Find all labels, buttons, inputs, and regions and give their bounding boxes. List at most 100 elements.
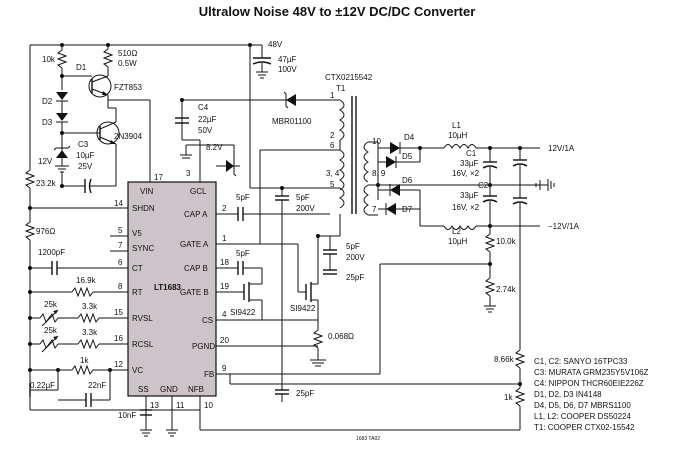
cap-a-5pf: 5pF bbox=[236, 193, 250, 202]
lt1683-controller: LT1683 bbox=[127, 181, 217, 397]
note-2: C3: MURATA GRM235Y5V106Z bbox=[534, 368, 649, 377]
l1-value: 10µH bbox=[448, 131, 468, 140]
r10k-label: 10k bbox=[42, 55, 56, 64]
r23k-label: 23.2k bbox=[36, 179, 57, 188]
c1200pf-label: 1200pF bbox=[38, 248, 65, 257]
pin-5: 5 bbox=[330, 180, 335, 189]
component-notes: C1, C2: SANYO 16TPC33 C3: MURATA GRM235Y… bbox=[534, 357, 649, 432]
pin-pgnd-num: 20 bbox=[220, 336, 229, 345]
note-1: C1, C2: SANYO 16TPC33 bbox=[534, 357, 628, 366]
pin-shdn: SHDN bbox=[132, 204, 155, 213]
pin-shdn-num: 14 bbox=[114, 199, 123, 208]
figure-code: 1683 TA02 bbox=[356, 436, 380, 442]
pin-gate-a-num: 1 bbox=[222, 234, 227, 243]
pin-nfb: NFB bbox=[188, 385, 204, 394]
l2-value: 10µH bbox=[448, 237, 468, 246]
pin-fb-num: 9 bbox=[222, 364, 227, 373]
ic-part-name: LT1683 bbox=[154, 283, 182, 292]
pin-cs-num: 4 bbox=[222, 310, 227, 319]
c2-value: 33µF bbox=[460, 191, 479, 200]
gcl-pin-number: 3 bbox=[186, 169, 191, 178]
pin-2: 2 bbox=[330, 131, 335, 140]
ic-top-bottom-pins: VIN GCL SS GND NFB 13 11 10 bbox=[138, 187, 213, 410]
r510-power: 0.5W bbox=[118, 59, 137, 68]
bias-network: 10k D1 D2 D3 12V bbox=[38, 45, 163, 194]
ic-right-pins: CAP A 2 GATE A 1 CAP B 18 GATE B 19 CS 4… bbox=[180, 204, 229, 379]
pin-rcsl: RCSL bbox=[132, 340, 154, 349]
pin-cap-b: CAP B bbox=[184, 264, 208, 273]
c10nf-label: 10nF bbox=[118, 411, 136, 420]
vin-pin-number: 17 bbox=[154, 173, 163, 182]
pin-rt-num: 8 bbox=[118, 282, 123, 291]
transformer-part: CTX0215542 bbox=[325, 73, 373, 82]
note-4: D1, D2, D3 IN4148 bbox=[534, 390, 602, 399]
output-positive: 12V/1A bbox=[548, 144, 575, 153]
cap-c-5pf: 5pF bbox=[236, 249, 250, 258]
timing-components: 1200pF 16.9k 25k 3.3k bbox=[28, 235, 128, 407]
l1-label: L1 bbox=[452, 121, 461, 130]
pin-gcl: GCL bbox=[190, 187, 207, 196]
c1-voltage: 16V, ×2 bbox=[452, 169, 480, 178]
c1-label: C1 bbox=[466, 149, 477, 158]
c1-value: 33µF bbox=[460, 159, 479, 168]
c3-voltage: 25V bbox=[78, 162, 93, 171]
cap-b-5pf: 5pF bbox=[296, 193, 310, 202]
output-filters: L1 10µH 12V/1A C1 33µF 16V, ×2 bbox=[420, 121, 580, 246]
pin-cs: CS bbox=[202, 316, 213, 325]
figure-title: Ultralow Noise 48V to ±12V DC/DC Convert… bbox=[198, 4, 476, 19]
pin-rvsl-num: 15 bbox=[114, 308, 123, 317]
c2-label: C2 bbox=[478, 181, 489, 190]
d6-label: D6 bbox=[402, 176, 413, 185]
pin-sync: SYNC bbox=[132, 244, 154, 253]
pin-cap-a-num: 2 bbox=[222, 204, 227, 213]
c25pf-right-label: 25pF bbox=[346, 273, 364, 282]
c3-value: 10µF bbox=[76, 151, 95, 160]
d1-label: D1 bbox=[76, 63, 87, 72]
note-6: L1, L2: COOPER DS50224 bbox=[534, 412, 631, 421]
c4-value: 22µF bbox=[198, 115, 217, 124]
r510-label: 510Ω bbox=[118, 49, 137, 58]
r274k-label: 2.74k bbox=[496, 285, 517, 294]
cap-d-5pf: 5pF bbox=[346, 242, 360, 251]
pin-gate-a: GATE A bbox=[180, 240, 209, 249]
d4-label: D4 bbox=[404, 133, 415, 142]
pin-vc: VC bbox=[132, 366, 143, 375]
ic-bottom-network: 10nF bbox=[118, 396, 520, 437]
r100k-label: 10.0k bbox=[496, 237, 517, 246]
pin-rcsl-num: 16 bbox=[114, 334, 123, 343]
pin-gate-b-num: 19 bbox=[220, 282, 229, 291]
pot25k-1-label: 25k bbox=[44, 300, 58, 309]
input-rail: 48V 47µF 100V bbox=[60, 40, 340, 189]
note-3: C4: NIPPON THCR60EIE226Z bbox=[534, 379, 644, 388]
pin-v5: V5 bbox=[132, 229, 142, 238]
d7-label: D7 bbox=[402, 205, 413, 214]
zener-82v-label: 8.2V bbox=[206, 143, 223, 152]
si9422-b-label: SI9422 bbox=[230, 308, 256, 317]
pin-ss-num: 13 bbox=[150, 401, 159, 410]
r866k-label: 8.66k bbox=[494, 355, 515, 364]
vin-label: 48V bbox=[268, 40, 283, 49]
c3-label: C3 bbox=[78, 140, 89, 149]
pin-34: 3, 4 bbox=[326, 169, 340, 178]
pin-89: 8, 9 bbox=[372, 169, 386, 178]
pin-1: 1 bbox=[330, 91, 335, 100]
pin-rt: RT bbox=[132, 288, 143, 297]
gate-drive-network: 5pF 5pF 200V 5pF bbox=[216, 149, 520, 402]
transformer-t1: CTX0215542 T1 1 2 6 5 3, 4 8, 9 10 7 bbox=[325, 73, 386, 216]
c4-label: C4 bbox=[198, 103, 209, 112]
note-7: T1: COOPER CTX02-15542 bbox=[534, 423, 635, 432]
pin-cap-b-num: 18 bbox=[220, 258, 229, 267]
pin-fb: FB bbox=[204, 370, 214, 379]
pin-sync-num: 7 bbox=[118, 241, 123, 250]
cap-b-5pf-voltage: 200V bbox=[296, 204, 315, 213]
pin-6: 6 bbox=[330, 141, 335, 150]
pin-gnd: GND bbox=[160, 385, 178, 394]
fzt853-label: FZT853 bbox=[114, 83, 143, 92]
mbr01100-label: MBR01100 bbox=[272, 117, 312, 126]
r976-label: 976Ω bbox=[36, 227, 55, 236]
c022uf-label: 0.22µF bbox=[30, 381, 55, 390]
pin-cap-a: CAP A bbox=[184, 210, 208, 219]
pin-vc-num: 12 bbox=[114, 360, 123, 369]
